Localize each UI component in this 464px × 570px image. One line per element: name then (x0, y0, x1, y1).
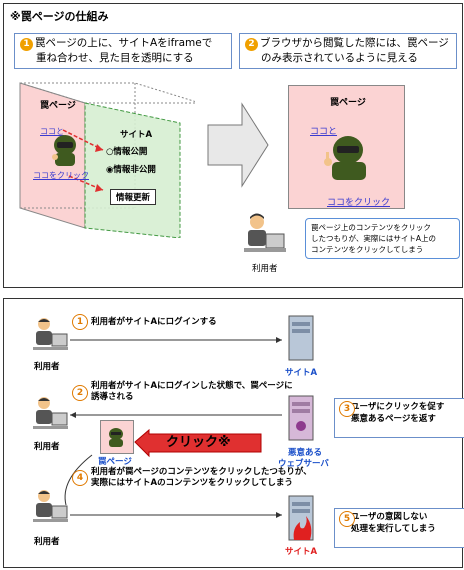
s3-number: 3 (339, 401, 355, 417)
step1-text-line1: 罠ページの上に、サイトAをiframeで (35, 37, 213, 49)
update-button-label: 情報更新 (116, 193, 151, 203)
s3-box: ユーザにクリックを促す 悪意あるページを返す (334, 398, 464, 438)
s1-text: 利用者がサイトAにログインする (91, 317, 217, 327)
big-arrow-icon (207, 102, 269, 188)
s1-number: 1 (72, 314, 88, 330)
step1-number: 1 (20, 38, 33, 51)
trap-thumb-label: 罠ページ (98, 457, 132, 467)
step2-text-line1: ブラウザから閲覧した際には、罠ページ (260, 37, 449, 49)
user-top-label: 利用者 (252, 264, 278, 274)
siteA-server2-icon (288, 495, 314, 541)
s5-box: ユーザの意図しない 処理を実行してしまう (334, 508, 464, 548)
speech-bubble: 罠ページ上のコンテンツをクリック したつもりが、実際にはサイトA上の コンテンツ… (305, 218, 460, 259)
user1-label: 利用者 (34, 362, 60, 372)
s2-text: 利用者がサイトAにログインした状態で、罠ページに 誘導される (91, 381, 293, 403)
s2-text-line2: 誘導される (91, 392, 134, 402)
siteA-label: サイトA (120, 130, 153, 140)
siteA-server1-icon (288, 315, 314, 361)
s4-text: 利用者が罠ページのコンテンツをクリックしたつもりが、 実際にはサイトAのコンテン… (91, 467, 312, 489)
click-callout-arrow (134, 428, 262, 458)
click-callout-label: クリック※ (166, 435, 231, 450)
user1-icon (33, 318, 68, 350)
trap-link-kokoclick[interactable]: ココをクリック (33, 171, 89, 180)
siteA-server2-label: サイトA (285, 547, 318, 557)
user2-icon (33, 397, 68, 429)
radio-selected-icon: ◉ (106, 165, 114, 175)
trap-link-kokoto[interactable]: ココと (40, 127, 64, 136)
s3-text-line1: ユーザにクリックを促す (351, 402, 445, 412)
bubble-line3: コンテンツをクリックしてしまう (311, 245, 424, 254)
right-villain-icon (324, 136, 366, 180)
s5-number: 5 (339, 511, 355, 527)
trap-page-label: 罠ページ (40, 101, 76, 111)
s2-number: 2 (72, 385, 88, 401)
bubble-line2: したつもりが、実際にはサイトA上の (311, 234, 436, 243)
trap-thumb-villain-icon (109, 428, 123, 447)
step2-text-line2: のみ表示されているように見える (261, 52, 418, 64)
right-trap-page-label: 罠ページ (330, 98, 366, 108)
right-link-kokoclick[interactable]: ココをクリック (327, 198, 391, 208)
s5-text-line1: ユーザの意図しない (351, 512, 428, 522)
s4-number: 4 (72, 470, 88, 486)
user3-icon (33, 490, 68, 522)
siteA-server1-label: サイトA (285, 368, 318, 378)
radio-public[interactable]: ○情報公開 (106, 145, 147, 157)
s4-text-line1: 利用者が罠ページのコンテンツをクリックしたつもりが、 (91, 467, 312, 477)
s3-text-line2: 悪意あるページを返す (351, 414, 436, 424)
top-title: ※罠ページの仕組み (10, 10, 109, 23)
radio-private-label: 情報非公開 (113, 165, 156, 175)
step2-number: 2 (245, 38, 258, 51)
step1-text-line2: 重ね合わせ、見た目を透明にする (36, 52, 194, 64)
user-top-icon (244, 213, 286, 252)
radio-empty-icon: ○ (106, 147, 114, 157)
evil-server-icon (288, 395, 314, 441)
radio-public-label: 情報公開 (113, 147, 148, 157)
user3-label: 利用者 (34, 537, 60, 547)
s5-text-line2: 処理を実行してしまう (351, 524, 436, 534)
s4-text-line2: 実際にはサイトAのコンテンツをクリックしてしまう (91, 478, 293, 488)
evil-server-label2: ウェブサーバ (278, 459, 329, 469)
bubble-line1: 罠ページ上のコンテンツをクリック (311, 223, 431, 232)
s2-text-line1: 利用者がサイトAにログインした状態で、罠ページに (91, 381, 293, 391)
right-link-kokoto[interactable]: ココと (310, 127, 338, 137)
villain-icon (52, 135, 76, 166)
radio-private[interactable]: ◉情報非公開 (106, 163, 156, 175)
user2-label: 利用者 (34, 442, 60, 452)
update-button[interactable]: 情報更新 (110, 189, 157, 205)
evil-server-label1: 悪意ある (288, 448, 323, 458)
